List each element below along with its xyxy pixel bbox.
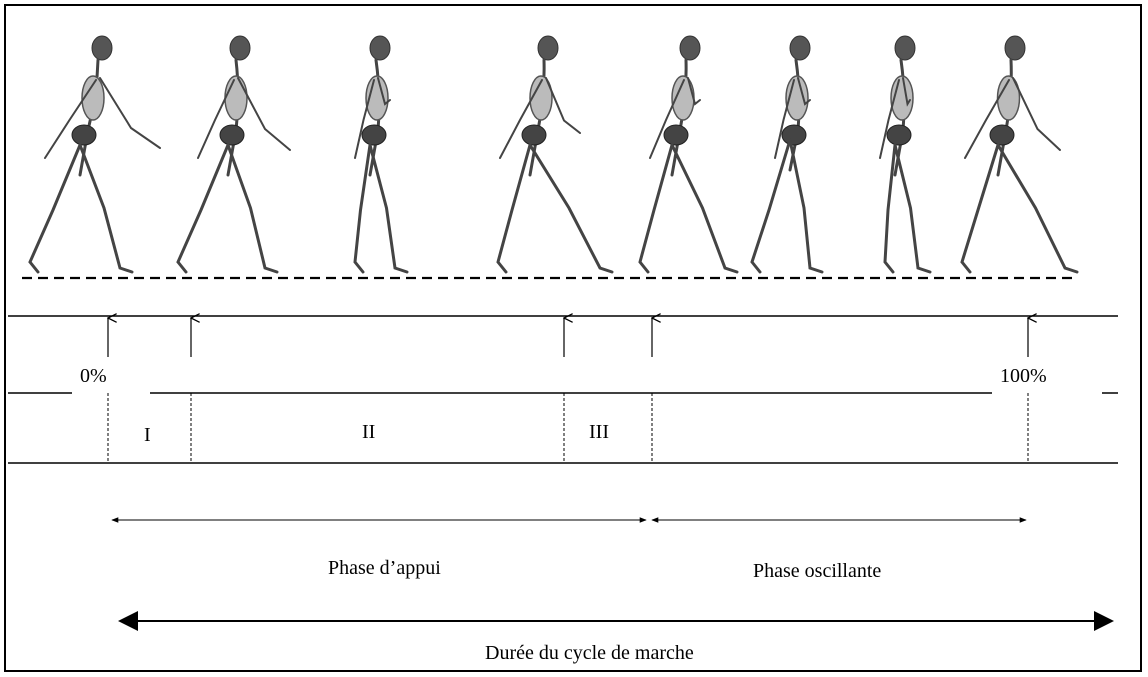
stance-phase-label: Phase d’appui: [328, 557, 441, 579]
start-percent-label: 0%: [80, 365, 107, 387]
sub-phase-label-iii: III: [589, 421, 609, 443]
skeleton-figure-1: [28, 35, 161, 274]
diagram-frame: [4, 4, 1142, 672]
skeleton-figure-2: [176, 35, 291, 274]
sub-phase-label-i: I: [144, 424, 151, 446]
skeleton-figure-4: [496, 35, 614, 274]
skeleton-figure-5: [638, 35, 739, 274]
skeleton-figure-8: [960, 35, 1079, 274]
skeleton-figure-7: [879, 35, 932, 274]
walking-skeletons: [28, 35, 1079, 274]
end-percent-label: 100%: [1000, 365, 1047, 387]
sub-phase-label-ii: II: [362, 421, 376, 443]
skeleton-figure-6: [750, 35, 824, 274]
gait-cycle-label: Durée du cycle de marche: [485, 642, 694, 664]
swing-phase-label: Phase oscillante: [753, 560, 882, 582]
skeleton-figure-3: [353, 35, 409, 274]
